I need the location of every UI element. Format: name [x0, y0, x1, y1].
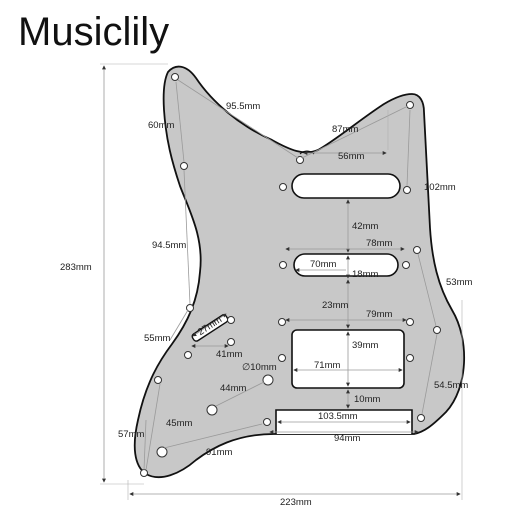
screw-hole — [180, 162, 188, 170]
screw-hole — [403, 186, 411, 194]
dim-10-dia: ∅10mm — [242, 362, 277, 373]
dim-95-5: 95.5mm — [226, 101, 260, 112]
dim-60: 60mm — [148, 120, 174, 131]
screw-hole — [227, 338, 235, 346]
dim-94-5: 94.5mm — [152, 240, 186, 251]
screw-hole — [278, 354, 286, 362]
dim-102: 102mm — [424, 182, 456, 193]
dim-45: 45mm — [166, 418, 192, 429]
dim-91: 91mm — [206, 447, 232, 458]
dimension-labels: 283mm 223mm 95.5mm 87mm 60mm 56mm 102mm … — [60, 101, 472, 508]
screw-hole — [227, 316, 235, 324]
screw-hole — [278, 318, 286, 326]
dim-10: 10mm — [354, 394, 380, 405]
dim-103-5: 103.5mm — [318, 411, 358, 422]
dim-53: 53mm — [446, 277, 472, 288]
screw-hole — [433, 326, 441, 334]
dim-57: 57mm — [118, 429, 144, 440]
screw-hole — [262, 374, 274, 386]
screw-hole — [406, 354, 414, 362]
screw-hole — [186, 304, 194, 312]
dim-23: 23mm — [322, 300, 348, 311]
dim-54-5: 54.5mm — [434, 380, 468, 391]
dim-79: 79mm — [366, 309, 392, 320]
neck-pickup-slot — [291, 173, 401, 199]
screw-hole — [406, 318, 414, 326]
screw-hole — [279, 261, 287, 269]
screw-hole — [154, 376, 162, 384]
screw-hole — [184, 351, 192, 359]
dim-78: 78mm — [366, 238, 392, 249]
dim-71: 71mm — [314, 360, 340, 371]
screw-hole — [140, 469, 148, 477]
brand-logo: Musiclily — [18, 10, 170, 54]
dim-41: 41mm — [216, 349, 242, 360]
screw-hole — [406, 101, 414, 109]
screw-hole — [402, 261, 410, 269]
dim-overall-height: 283mm — [60, 262, 92, 273]
screw-hole — [417, 414, 425, 422]
screw-holes — [140, 73, 441, 477]
dim-70: 70mm — [310, 259, 336, 270]
screw-hole — [296, 156, 304, 164]
screw-hole — [156, 446, 168, 458]
screw-hole — [279, 183, 287, 191]
dim-39: 39mm — [352, 340, 378, 351]
dim-94: 94mm — [334, 433, 360, 444]
screw-hole — [263, 418, 271, 426]
screw-hole — [206, 404, 218, 416]
dim-44: 44mm — [220, 383, 246, 394]
screw-hole — [171, 73, 179, 81]
dimension-lines — [100, 63, 463, 500]
dim-18: 18mm — [352, 269, 378, 280]
dim-overall-width: 223mm — [280, 497, 312, 508]
screw-hole — [413, 246, 421, 254]
dim-56: 56mm — [338, 151, 364, 162]
dim-87: 87mm — [332, 124, 358, 135]
dim-55: 55mm — [144, 333, 170, 344]
dim-42: 42mm — [352, 221, 378, 232]
